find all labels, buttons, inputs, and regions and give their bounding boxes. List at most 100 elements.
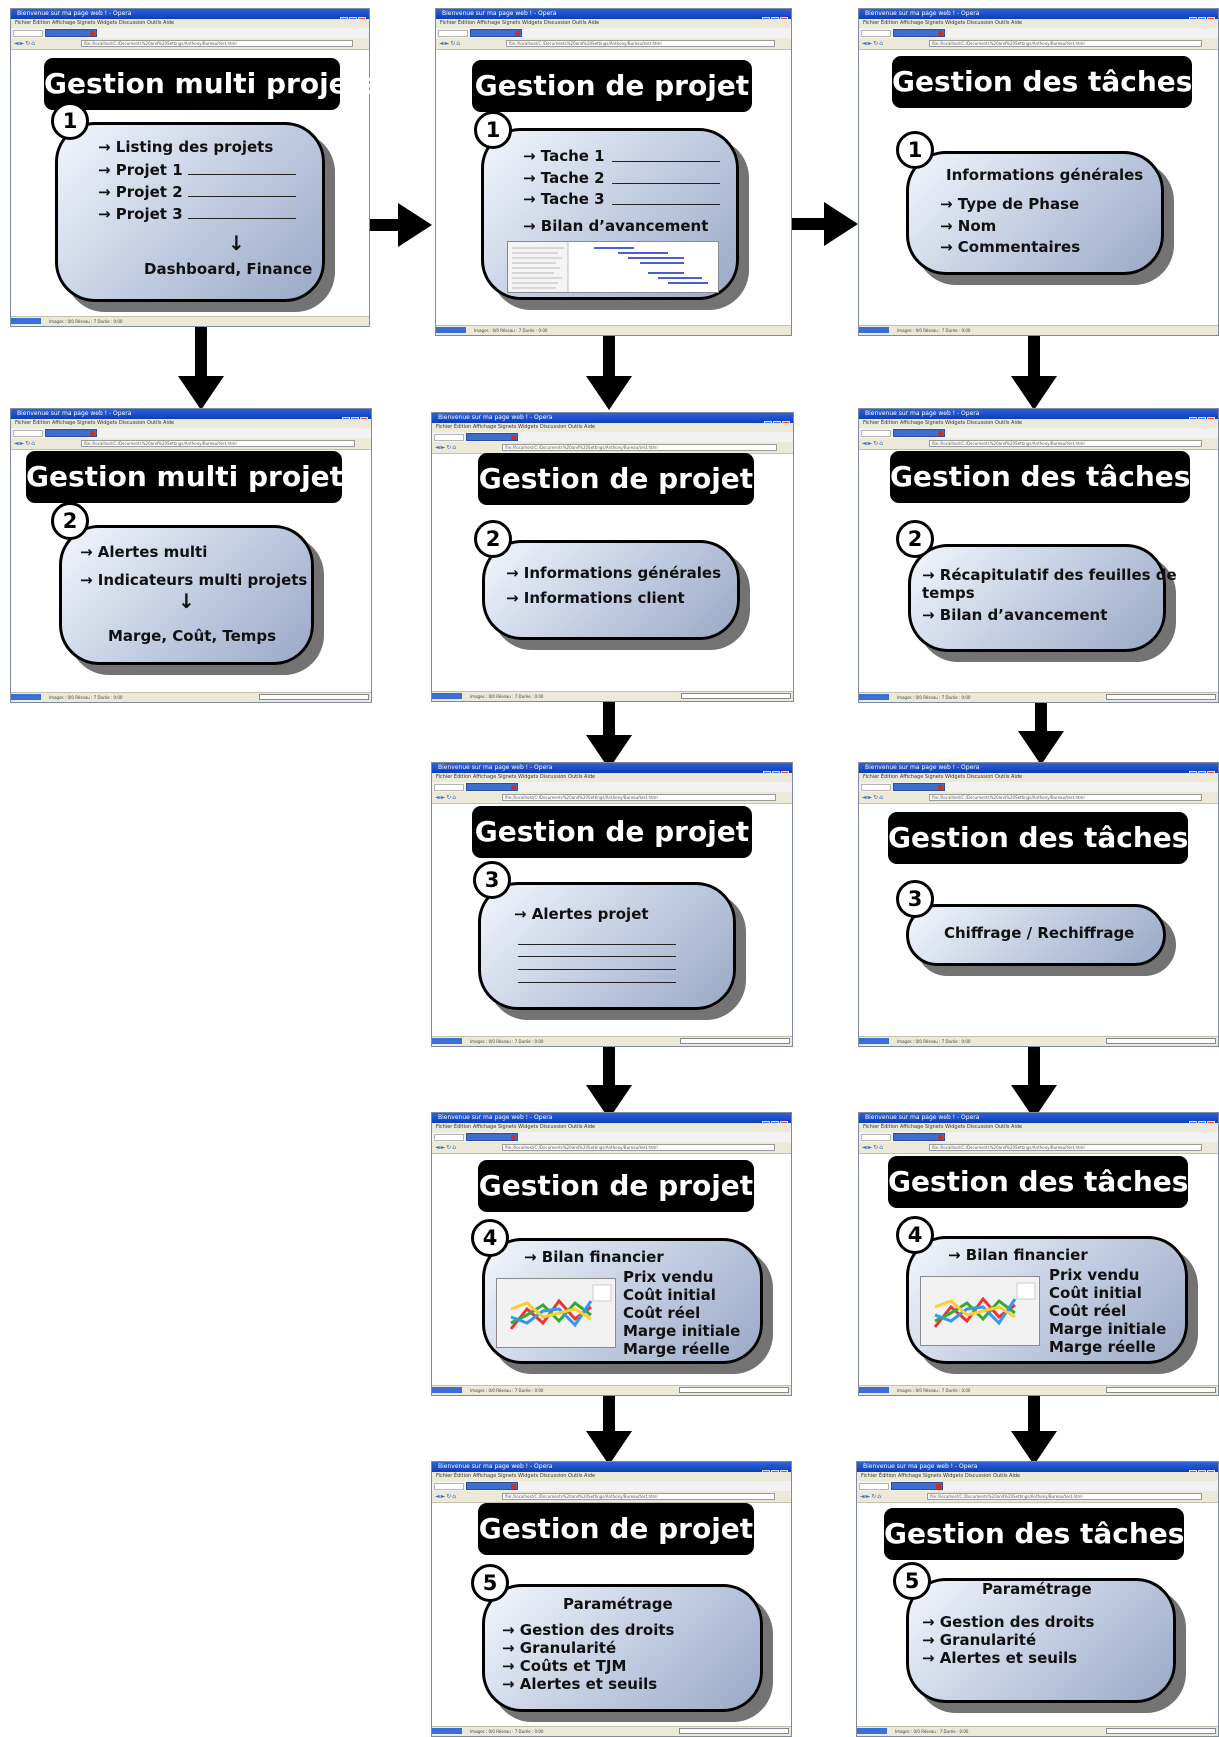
url-field[interactable]: file://localhost/C:/Documents%20and%20Se… [502,1144,775,1151]
browser-tab-active[interactable] [470,29,522,37]
nav-buttons-icon[interactable]: ◄►↻⌂ [862,794,885,801]
nav-buttons-icon[interactable]: ◄►↻⌂ [435,794,458,801]
browser-address-bar: ◄►↻⌂ file://localhost/C:/Documents%20and%… [436,38,791,50]
browser-tab-new[interactable] [434,1483,464,1490]
browser-tab-active[interactable] [45,29,97,37]
browser-menu[interactable]: Fichier Édition Affichage Signets Widget… [863,20,1023,26]
url-field[interactable]: file://localhost/C:/Documents%20and%20Se… [502,1493,775,1500]
url-field[interactable]: file://localhost/C:/Documents%20and%20Se… [81,440,355,447]
nav-buttons-icon[interactable]: ◄►↻⌂ [14,40,37,47]
url-field[interactable]: file://localhost/C:/Documents%20and%20Se… [929,440,1202,447]
tab-close-icon[interactable] [938,1135,943,1140]
projet-info-generales: → Informations générales [506,564,722,582]
url-field[interactable]: file://localhost/C:/Documents%20and%20Se… [81,40,353,47]
browser-menu[interactable]: Fichier Édition Affichage Signets Widget… [436,424,596,430]
url-field[interactable]: file://localhost/C:/Documents%20and%20Se… [506,40,775,47]
tab-close-icon[interactable] [936,1484,941,1489]
status-button[interactable] [432,1728,462,1734]
nav-buttons-icon[interactable]: ◄►↻⌂ [435,444,458,451]
browser-tab-new[interactable] [861,784,891,791]
nav-buttons-icon[interactable]: ◄►↻⌂ [860,1493,883,1500]
tab-close-icon[interactable] [938,31,943,36]
browser-tab-new[interactable] [861,1134,891,1141]
browser-menu[interactable]: Fichier Édition Affichage Signets Widget… [863,420,1023,426]
status-progress [679,1728,789,1734]
browser-tab-active[interactable] [893,783,945,791]
projet-tache-1: → Tache 1 [523,147,605,165]
status-button[interactable] [432,693,462,699]
url-field[interactable]: file://localhost/C:/Documents%20and%20Se… [502,794,776,801]
browser-menu[interactable]: Fichier Édition Affichage Signets Widget… [15,20,175,26]
browser-status-bar: Images : 0/0 Réseau : 7 Durée : 0:00 [859,325,1218,335]
browser-tab-active[interactable] [893,29,945,37]
nav-buttons-icon[interactable]: ◄►↻⌂ [435,1493,458,1500]
tab-close-icon[interactable] [515,31,520,36]
financial-chart-thumbnail [496,1278,616,1348]
tab-close-icon[interactable] [938,785,943,790]
browser-tab-active[interactable] [891,1482,943,1490]
tab-close-icon[interactable] [511,1135,516,1140]
browser-tab-new[interactable] [13,30,43,37]
status-button[interactable] [11,694,41,700]
browser-tab-active[interactable] [466,433,518,441]
browser-menu-bar: Fichier Édition Affichage Signets Widget… [432,773,792,782]
nav-buttons-icon[interactable]: ◄►↻⌂ [435,1144,458,1151]
browser-menu[interactable]: Fichier Édition Affichage Signets Widget… [863,1124,1023,1130]
status-button[interactable] [859,1387,889,1393]
browser-tab-new[interactable] [434,784,464,791]
status-text: Images : 0/0 Réseau : 7 Durée : 0:00 [470,694,544,699]
status-button[interactable] [436,327,466,333]
tab-close-icon[interactable] [511,785,516,790]
browser-tab-active[interactable] [466,1133,518,1141]
status-button[interactable] [432,1038,462,1044]
browser-tab-active[interactable] [466,1482,518,1490]
url-field[interactable]: file://localhost/C:/Documents%20and%20Se… [929,1144,1202,1151]
status-button[interactable] [432,1387,462,1393]
step-badge: 3 [473,861,511,899]
url-field[interactable]: file://localhost/C:/Documents%20and%20Se… [502,444,777,451]
nav-buttons-icon[interactable]: ◄►↻⌂ [439,40,462,47]
url-field[interactable]: file://localhost/C:/Documents%20and%20Se… [929,40,1202,47]
browser-menu[interactable]: Fichier Édition Affichage Signets Widget… [436,1473,596,1479]
url-field[interactable]: file://localhost/C:/Documents%20and%20Se… [929,794,1202,801]
multi-projet-1: → Projet 1 [98,161,183,179]
browser-tab-new[interactable] [434,434,464,441]
browser-tab-active[interactable] [466,783,518,791]
browser-menu[interactable]: Fichier Édition Affichage Signets Widget… [436,1124,596,1130]
browser-tab-new[interactable] [859,1483,889,1490]
browser-menu[interactable]: Fichier Édition Affichage Signets Widget… [15,420,175,426]
tab-close-icon[interactable] [938,431,943,436]
tab-close-icon[interactable] [90,31,95,36]
browser-tab-new[interactable] [861,30,891,37]
browser-tab-active[interactable] [893,429,945,437]
nav-buttons-icon[interactable]: ◄►↻⌂ [862,40,885,47]
nav-buttons-icon[interactable]: ◄►↻⌂ [14,440,37,447]
tab-close-icon[interactable] [511,1484,516,1489]
status-button[interactable] [859,694,889,700]
bubble-taches-1 [906,151,1164,275]
nav-buttons-icon[interactable]: ◄►↻⌂ [862,1144,885,1151]
tab-close-icon[interactable] [90,431,95,436]
browser-menu[interactable]: Fichier Édition Affichage Signets Widget… [440,20,600,26]
heading-taches-3: Gestion des tâches [888,812,1188,864]
tache-1-line [612,161,720,162]
browser-tab-new[interactable] [438,30,468,37]
browser-tab-new[interactable] [434,1134,464,1141]
nav-buttons-icon[interactable]: ◄►↻⌂ [862,440,885,447]
browser-tab-active[interactable] [893,1133,945,1141]
browser-tab-new[interactable] [13,430,43,437]
url-field[interactable]: file://localhost/C:/Documents%20and%20Se… [927,1493,1202,1500]
browser-tab-active[interactable] [45,429,97,437]
status-button[interactable] [859,327,889,333]
status-button[interactable] [857,1728,887,1734]
status-button[interactable] [859,1038,889,1044]
browser-menu[interactable]: Fichier Édition Affichage Signets Widget… [863,774,1023,780]
browser-title-bar: Bienvenue sur ma page web ! - Opera [432,763,792,779]
step-badge: 2 [51,502,89,540]
status-button[interactable] [11,318,41,324]
browser-title-bar: Bienvenue sur ma page web ! - Opera [857,1462,1218,1478]
tab-close-icon[interactable] [511,435,516,440]
browser-menu[interactable]: Fichier Édition Affichage Signets Widget… [861,1473,1021,1479]
browser-tab-new[interactable] [861,430,891,437]
browser-menu[interactable]: Fichier Édition Affichage Signets Widget… [436,774,596,780]
